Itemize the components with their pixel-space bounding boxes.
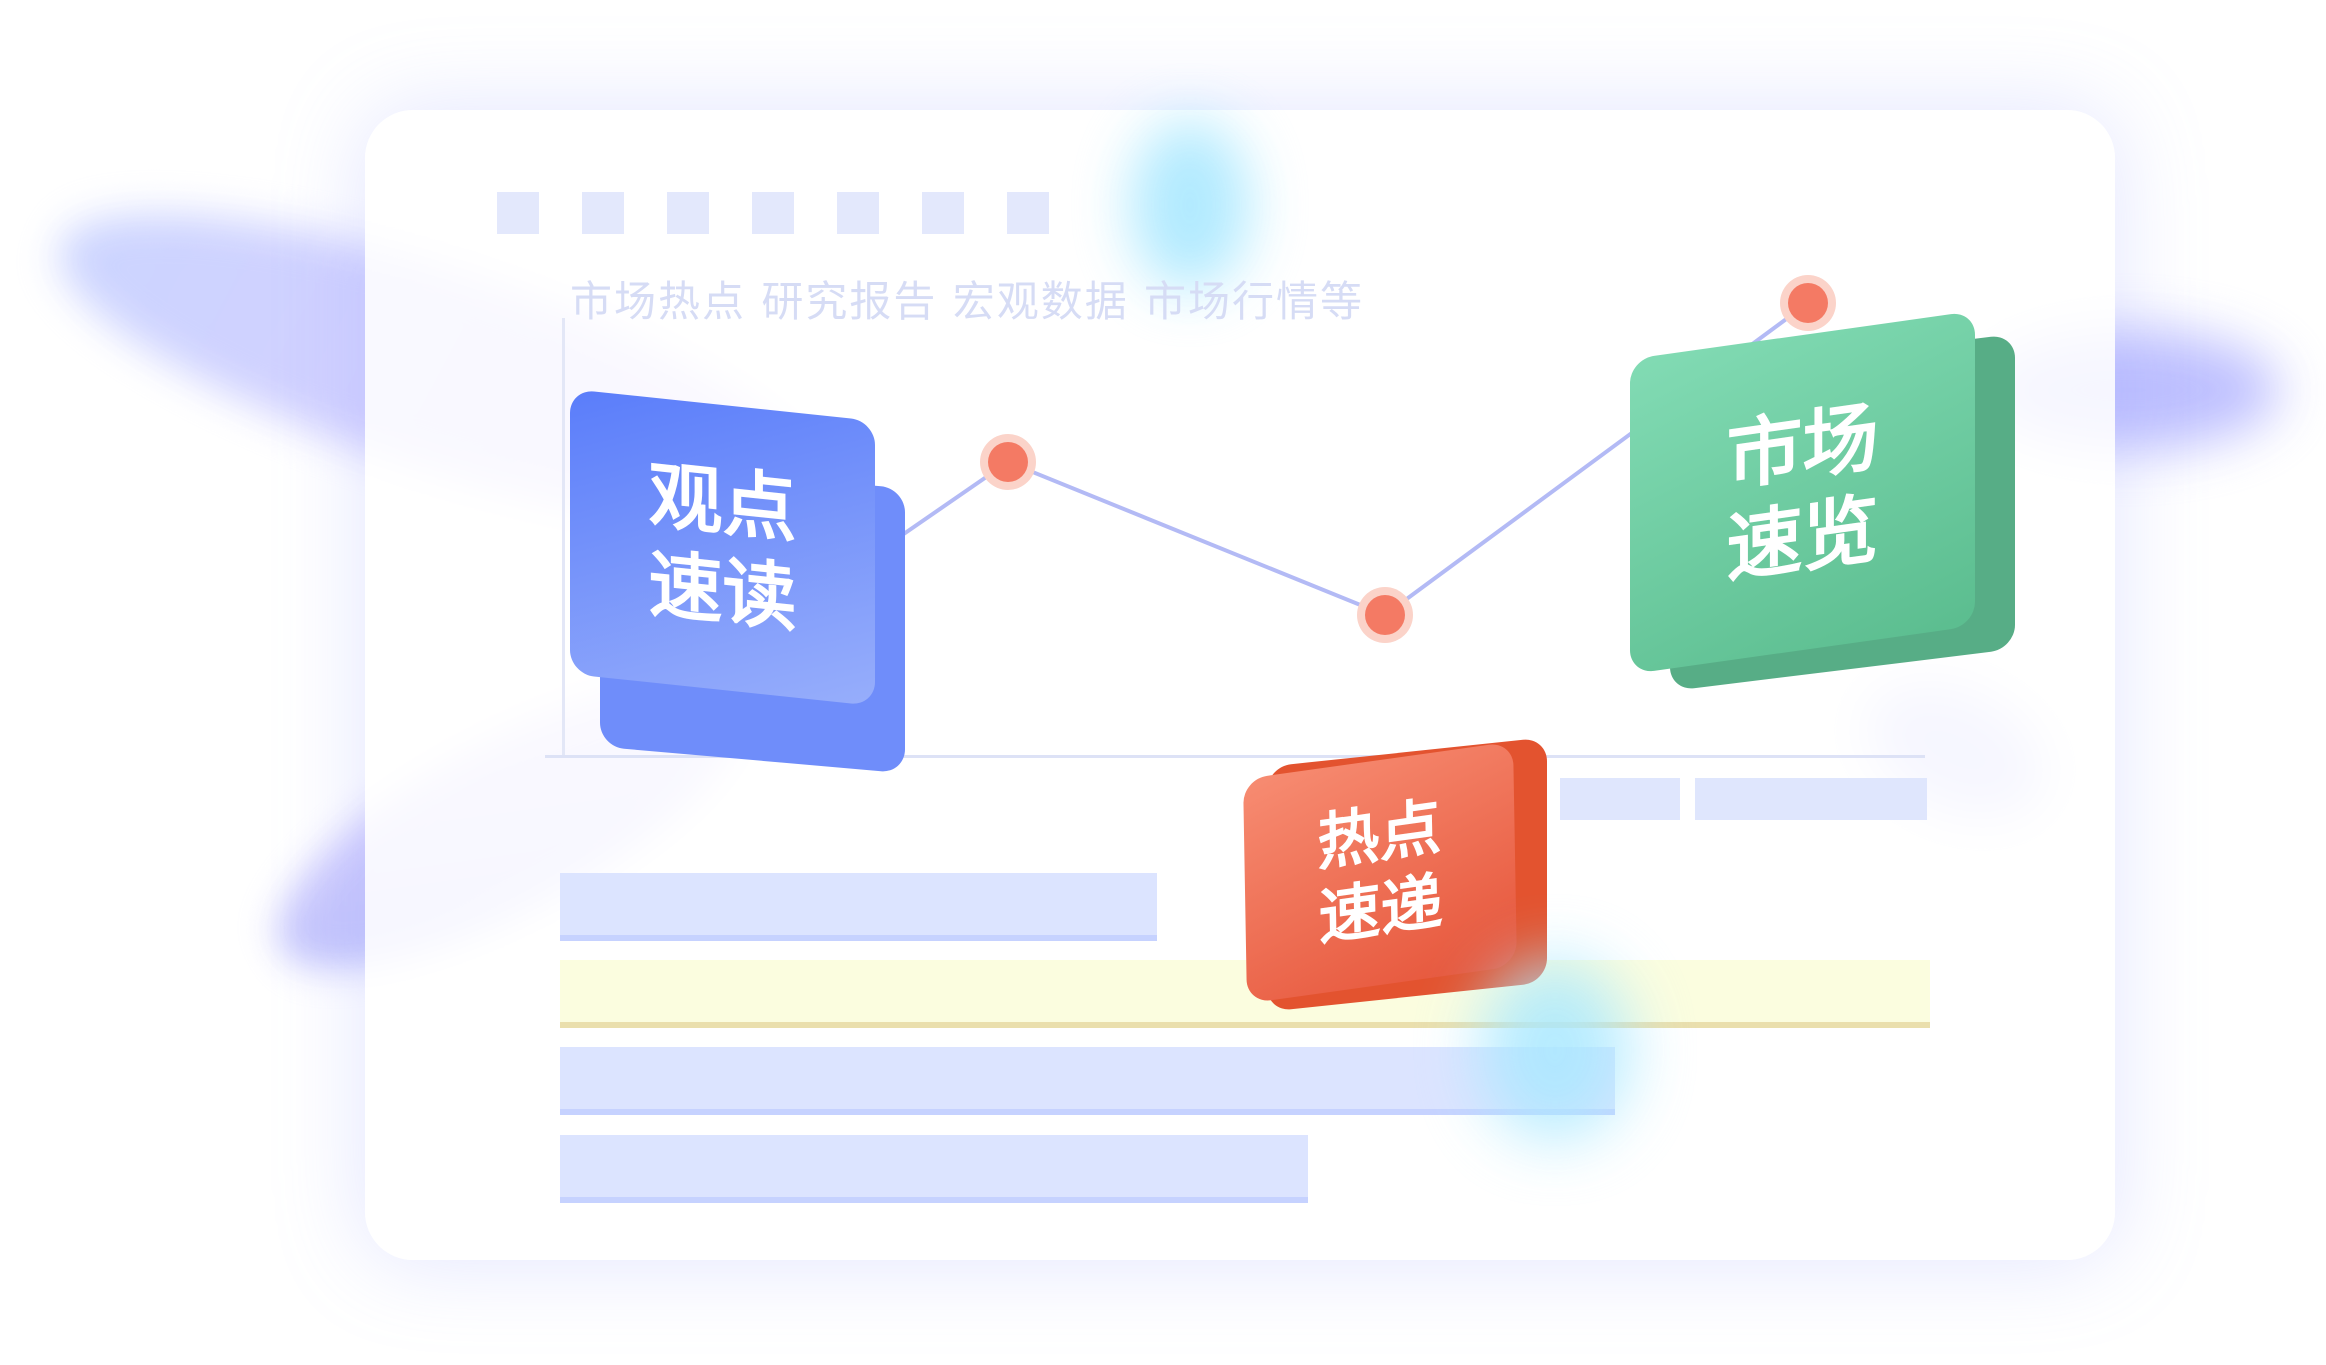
placeholder-tab	[922, 192, 964, 234]
placeholder-tab	[1007, 192, 1049, 234]
placeholder-block	[1585, 778, 1680, 820]
chart-y-axis	[562, 318, 565, 758]
card-face: 市场 速览	[1630, 310, 1975, 675]
placeholder-block	[1695, 778, 1927, 820]
hot-topics-card[interactable]: 热点 速递	[1243, 730, 1555, 1012]
decor-blob	[1130, 120, 1250, 290]
card-face: 观点 速读	[570, 388, 875, 707]
card-label: 速读	[648, 540, 797, 643]
viewpoint-quick-read-card[interactable]: 观点 速读	[570, 388, 910, 774]
content-bar	[560, 1047, 1615, 1115]
placeholder-tab	[837, 192, 879, 234]
placeholder-tab	[667, 192, 709, 234]
trend-point	[1365, 595, 1405, 635]
content-bar	[560, 1135, 1308, 1203]
market-overview-card[interactable]: 市场 速览	[1630, 310, 2020, 695]
card-label: 观点	[648, 451, 797, 554]
placeholder-tab	[497, 192, 539, 234]
decor-blob	[1480, 960, 1630, 1140]
trend-point	[1788, 283, 1828, 323]
category-labels: 市场热点 研究报告 宏观数据 市场行情等	[570, 277, 1365, 326]
placeholder-tab	[582, 192, 624, 234]
card-face: 热点 速递	[1243, 741, 1517, 1004]
placeholder-tab	[752, 192, 794, 234]
chart-x-axis	[545, 755, 1925, 758]
trend-point	[988, 442, 1028, 482]
content-bar	[560, 873, 1157, 941]
content-bar-highlight	[560, 960, 1930, 1028]
trend-polyline	[893, 301, 1810, 618]
card-label: 速递	[1317, 863, 1444, 955]
